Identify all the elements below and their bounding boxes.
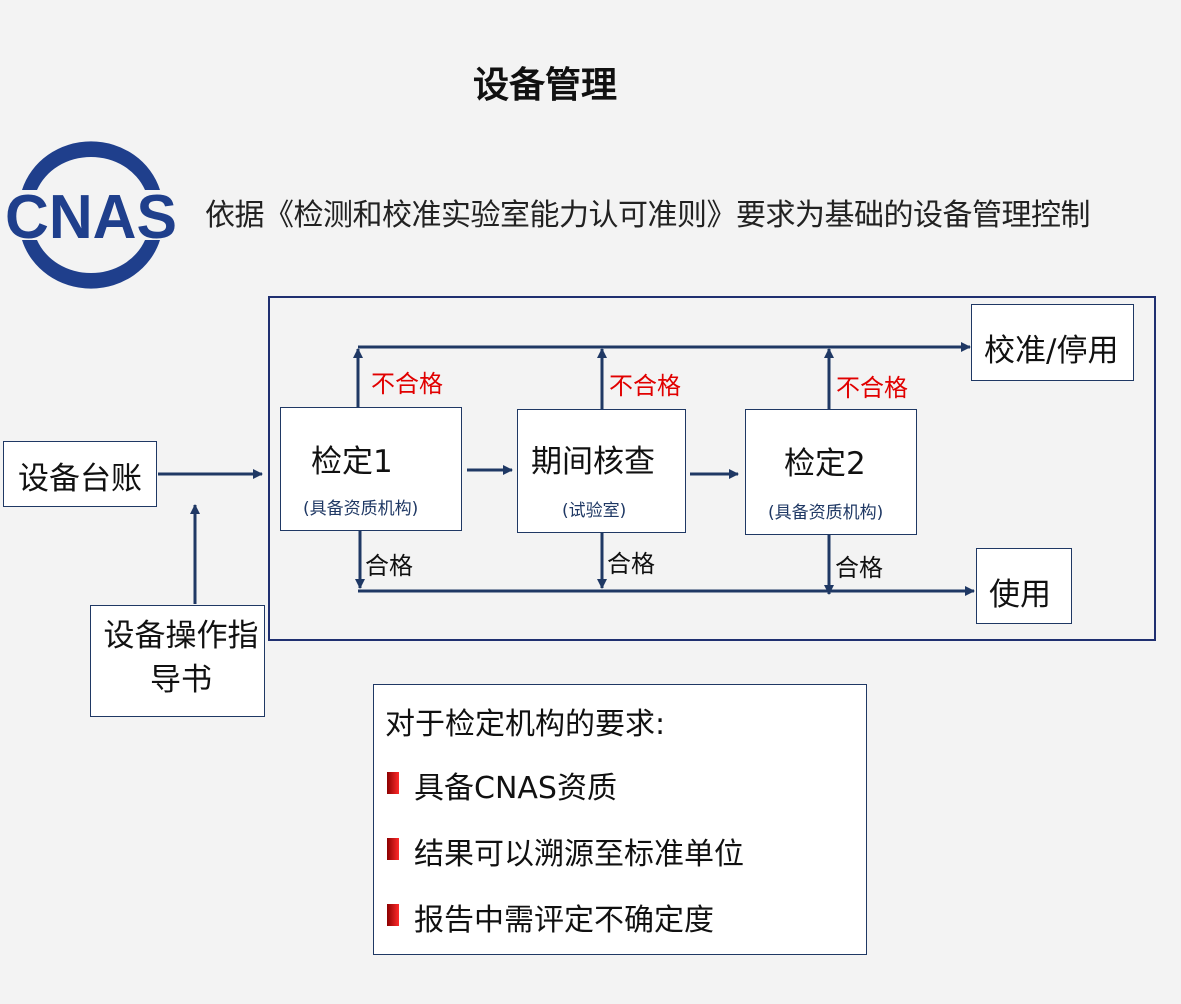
requirement-item: 具备CNAS资质 xyxy=(414,771,617,806)
pass-label-1: 合格 xyxy=(365,552,413,580)
calib1-label: 检定1 xyxy=(311,444,393,480)
requirements-box: 对于检定机构的要求: 具备CNAS资质 结果可以溯源至标准单位 报告中需评定不确… xyxy=(373,684,867,955)
requirements-heading: 对于检定机构的要求: xyxy=(385,707,666,742)
cnas-logo: CNAS xyxy=(0,128,182,300)
manual-label: 设备操作指导书 xyxy=(103,618,259,698)
calib1-box: 检定1 (具备资质机构) xyxy=(280,407,462,531)
use-label: 使用 xyxy=(989,577,1051,613)
stop-label: 校准/停用 xyxy=(984,333,1119,369)
calib1-sub: (具备资质机构) xyxy=(303,499,419,519)
requirement-item: 结果可以溯源至标准单位 xyxy=(414,837,744,872)
check-box: 期间核查 (试验室) xyxy=(517,409,686,533)
fail-label-1: 不合格 xyxy=(371,370,443,398)
page-title: 设备管理 xyxy=(472,65,617,106)
calib2-sub: (具备资质机构) xyxy=(768,503,884,523)
calib2-label: 检定2 xyxy=(784,446,866,482)
check-sub: (试验室) xyxy=(562,501,627,521)
check-label: 期间核查 xyxy=(531,444,655,480)
ledger-label: 设备台账 xyxy=(18,461,142,497)
stop-box: 校准/停用 xyxy=(971,304,1134,381)
process-frame xyxy=(268,296,1156,641)
manual-box: 设备操作指导书 xyxy=(90,605,265,717)
requirement-item: 报告中需评定不确定度 xyxy=(414,903,714,938)
fail-label-2: 不合格 xyxy=(609,372,681,400)
bullet-icon xyxy=(387,772,399,794)
bullet-icon xyxy=(387,838,399,860)
ledger-box: 设备台账 xyxy=(3,441,157,507)
pass-label-2: 合格 xyxy=(607,550,655,578)
svg-text:CNAS: CNAS xyxy=(5,183,177,252)
use-box: 使用 xyxy=(976,548,1072,624)
calib2-box: 检定2 (具备资质机构) xyxy=(745,409,917,535)
fail-label-3: 不合格 xyxy=(836,374,908,402)
bullet-icon xyxy=(387,904,399,926)
subtitle: 依据《检测和校准实验室能力认可准则》要求为基础的设备管理控制 xyxy=(205,198,1091,233)
pass-label-3: 合格 xyxy=(835,554,883,582)
